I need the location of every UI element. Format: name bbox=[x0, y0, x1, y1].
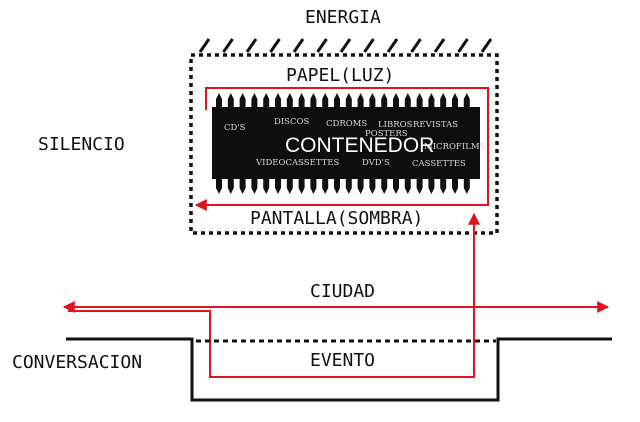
chip-title: CONTENEDOR bbox=[285, 134, 434, 157]
chip-pin bbox=[275, 179, 281, 194]
chip-pin bbox=[263, 179, 270, 194]
chip-pin bbox=[298, 93, 305, 107]
chip-pin bbox=[275, 93, 281, 107]
chip-pin bbox=[334, 93, 340, 107]
chip-pin bbox=[286, 179, 293, 194]
energy-hatch-marks bbox=[198, 38, 493, 53]
label-silencio: SILENCIO bbox=[38, 134, 125, 155]
label-conversacion: CONVERSACION bbox=[12, 352, 142, 373]
chip-word-microfilms: MICROFILMS bbox=[424, 142, 486, 152]
chip-pin bbox=[381, 93, 388, 107]
chip-pin bbox=[263, 93, 270, 107]
chip-pin bbox=[239, 179, 246, 194]
chip-pin bbox=[404, 179, 411, 194]
chip-pin bbox=[357, 93, 364, 107]
hatch-mark bbox=[292, 38, 305, 53]
chip-pin bbox=[440, 93, 447, 107]
chip-word-cds: CD'S bbox=[224, 123, 246, 133]
label-papel: PAPEL(LUZ) bbox=[286, 65, 394, 86]
label-ciudad: CIUDAD bbox=[310, 281, 375, 302]
hatch-mark bbox=[386, 38, 399, 53]
hatch-mark bbox=[480, 38, 493, 53]
hatch-mark bbox=[198, 38, 211, 53]
chip-pin bbox=[404, 93, 411, 107]
chip-pin bbox=[310, 179, 317, 194]
chip-word-posters: POSTERS bbox=[365, 129, 408, 139]
container-dotted-frame bbox=[189, 53, 499, 235]
label-pantalla: PANTALLA(SOMBRA) bbox=[250, 208, 423, 229]
hatch-mark bbox=[363, 38, 375, 53]
chip-pin bbox=[216, 93, 222, 107]
chip-pin bbox=[227, 179, 234, 194]
chip-pin bbox=[393, 179, 399, 194]
chip-pin bbox=[440, 179, 447, 194]
hatch-mark bbox=[222, 38, 234, 53]
chip-pin bbox=[239, 93, 246, 107]
chip-word-revistas: REVISTAS bbox=[413, 120, 458, 130]
chip-pin bbox=[251, 93, 258, 107]
hatch-mark bbox=[457, 38, 469, 53]
red-loop-line bbox=[194, 87, 489, 211]
chip-pin bbox=[381, 179, 388, 194]
chip-pin bbox=[416, 179, 423, 194]
red-event-path bbox=[68, 212, 480, 378]
hatch-mark bbox=[339, 38, 352, 53]
chip-pin bbox=[345, 179, 352, 194]
chip-pins-bottom bbox=[216, 179, 470, 194]
chip-pin bbox=[463, 93, 470, 107]
chip-pin bbox=[416, 93, 423, 107]
chip-word-cdroms: CDROMS bbox=[326, 119, 367, 129]
label-evento: EVENTO bbox=[310, 350, 375, 371]
chip-pin bbox=[334, 179, 340, 194]
label-energia: ENERGIA bbox=[305, 7, 381, 28]
chip-pin bbox=[322, 179, 329, 194]
chip-word-dvds: DVD'S bbox=[362, 158, 390, 168]
chip-pin bbox=[428, 93, 435, 107]
chip-word-videocassettes: VIDEOCASSETTES bbox=[255, 158, 340, 168]
chip-pin bbox=[357, 179, 364, 194]
chip-word-libros: LIBROS bbox=[378, 120, 413, 130]
hatch-mark bbox=[245, 38, 258, 53]
chip-pin bbox=[227, 93, 234, 107]
chip-word-discos: DISCOS bbox=[274, 117, 309, 127]
hatch-mark bbox=[316, 38, 328, 53]
chip-pin bbox=[369, 179, 376, 194]
conversation-line bbox=[66, 337, 612, 402]
chip-pin bbox=[298, 179, 305, 194]
chip-pin bbox=[322, 93, 329, 107]
chip-pins-top bbox=[216, 93, 470, 107]
hatch-mark bbox=[410, 38, 422, 53]
chip-pin bbox=[393, 93, 399, 107]
chip-pin bbox=[463, 179, 470, 194]
chip-pin bbox=[428, 179, 435, 194]
chip-pin bbox=[452, 179, 458, 194]
chip-pin bbox=[251, 179, 258, 194]
hatch-mark bbox=[433, 38, 446, 53]
chip-pin bbox=[345, 93, 352, 107]
chip-pin bbox=[310, 93, 317, 107]
chip-body bbox=[212, 107, 480, 179]
chip-pin bbox=[286, 93, 293, 107]
hatch-mark bbox=[269, 38, 281, 53]
chip-word-cassettes: CASSETTES bbox=[412, 159, 466, 169]
chip-pin bbox=[369, 93, 376, 107]
chip-pin bbox=[452, 93, 458, 107]
chip-pin bbox=[216, 179, 222, 194]
